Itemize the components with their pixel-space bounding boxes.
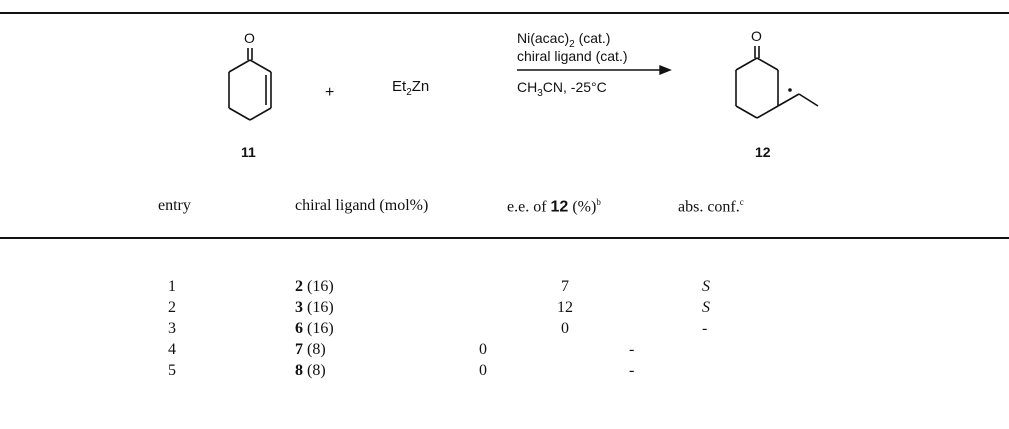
cell-ligand: 3 (16)	[295, 299, 334, 316]
table-row: 4 7 (8) 0 -	[0, 341, 1009, 361]
cell-ligand: 8 (8)	[295, 362, 326, 379]
table-row: 2 3 (16) 12 S	[0, 299, 1009, 319]
cell-ee: 0	[561, 320, 569, 337]
cell-abs-conf: S	[702, 278, 710, 295]
cell-entry: 5	[168, 362, 176, 379]
header-rule	[0, 237, 1009, 239]
table-row: 1 2 (16) 7 S	[0, 278, 1009, 298]
cell-ee: 12	[557, 299, 573, 316]
reaction-arrow	[517, 64, 672, 76]
reagent-diethylzinc: Et2Zn	[392, 78, 430, 98]
cell-ligand: 2 (16)	[295, 278, 334, 295]
cell-abs-conf: -	[702, 320, 708, 337]
oxygen-atom-11: O	[244, 30, 255, 46]
cell-abs-conf: -	[629, 341, 635, 358]
condition-catalyst: Ni(acac)2 (cat.)	[517, 30, 611, 50]
reaction-scheme: O O + Et2Zn Ni(acac)2 (cat.) chiral liga…	[0, 0, 1009, 200]
oxygen-atom-12: O	[751, 28, 762, 44]
cell-entry: 2	[168, 299, 176, 316]
cell-abs-conf: S	[702, 299, 710, 316]
header-entry: entry	[158, 197, 191, 214]
cell-ligand: 6 (16)	[295, 320, 334, 337]
cell-ee: 7	[561, 278, 569, 295]
table-row: 3 6 (16) 0 -	[0, 320, 1009, 340]
header-abs-conf: abs. conf.c	[678, 197, 744, 216]
condition-ligand: chiral ligand (cat.)	[517, 48, 628, 64]
header-ee: e.e. of 12 (%)b	[507, 197, 601, 216]
scheme-drawing	[228, 46, 819, 121]
cyclohexenone-structure	[228, 48, 272, 121]
table-row: 5 8 (8) 0 -	[0, 362, 1009, 382]
cell-ligand: 7 (8)	[295, 341, 326, 358]
cell-entry: 1	[168, 278, 176, 295]
condition-solvent-temp: CH3CN, -25°C	[517, 79, 607, 99]
stereocenter-dot	[788, 88, 792, 92]
header-chiral-ligand: chiral ligand (mol%)	[295, 197, 429, 214]
compound-label-11: 11	[241, 144, 256, 160]
compound-label-12: 12	[755, 144, 771, 160]
cell-ee: 0	[479, 341, 487, 358]
cell-abs-conf: -	[629, 362, 635, 379]
cell-ee: 0	[479, 362, 487, 379]
top-rule	[0, 12, 1009, 14]
product-structure	[735, 46, 819, 119]
plus-sign: +	[325, 84, 335, 101]
cell-entry: 4	[168, 341, 176, 358]
cell-entry: 3	[168, 320, 176, 337]
